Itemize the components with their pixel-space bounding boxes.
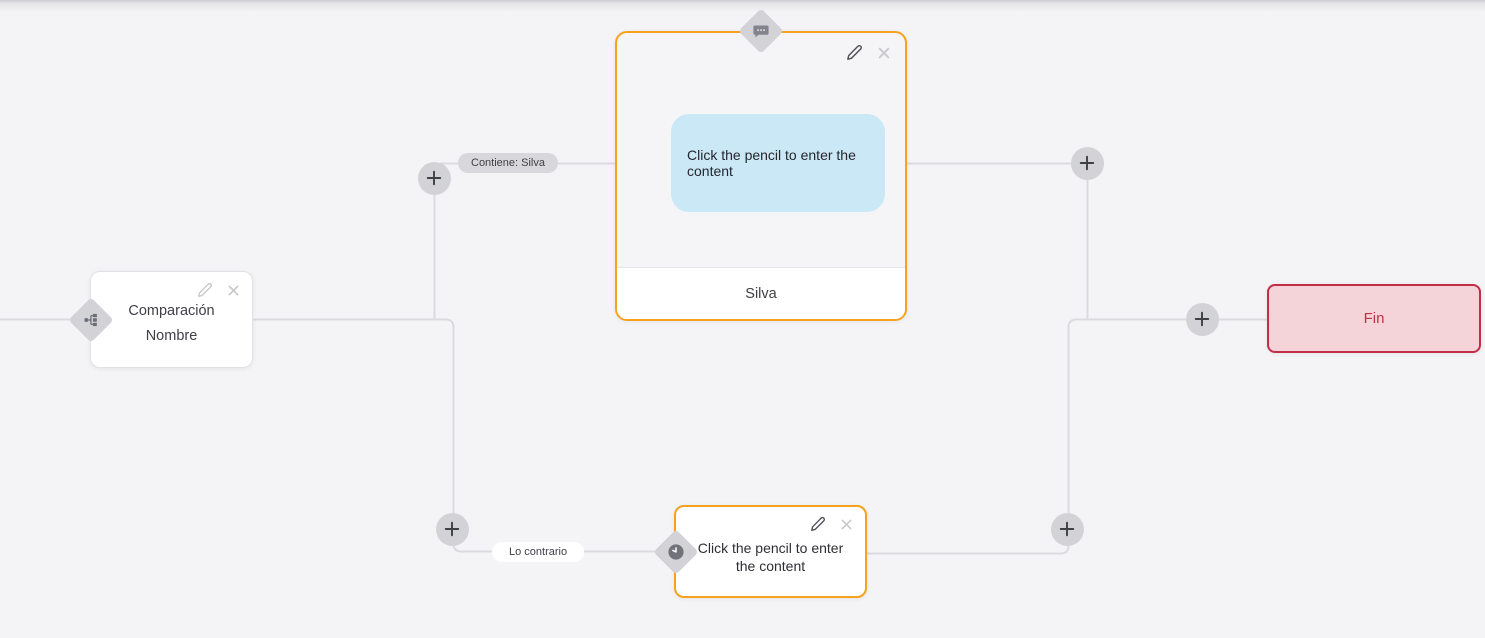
wire-comparison-to-message [433,162,620,320]
add-node-button-otherwise-branch[interactable] [435,512,469,546]
add-node-button-contains-branch[interactable] [417,161,451,195]
clock-icon [668,543,684,560]
edit-node-button[interactable] [197,282,213,298]
chat-bubble-icon [753,25,769,38]
plus-icon [426,170,442,186]
message-connector[interactable] [737,7,785,55]
pencil-icon [811,516,825,531]
message-variable-label: Silva [745,285,777,302]
wire-comparison-to-delay [253,318,665,553]
delete-node-button[interactable] [839,517,854,532]
delay-node[interactable]: Click the pencil to enter the content [653,505,867,598]
message-content-placeholder[interactable]: Click the pencil to enter the content [671,114,885,212]
close-icon [228,285,239,295]
delay-placeholder-text: Click the pencil to enter the content [697,540,844,574]
close-icon [841,519,852,529]
message-node-footer: Silva [617,267,905,319]
plus-icon [444,521,460,537]
plus-icon [1194,311,1210,327]
branch-icon [84,313,97,326]
comparison-title-line2: Nombre [145,328,198,344]
wire-to-end [864,318,1267,555]
pencil-icon [847,45,862,60]
delay-connector[interactable] [652,528,700,576]
comparison-node-title: Comparación Nombre [91,299,252,349]
comparison-node[interactable]: Comparación Nombre [68,271,253,368]
plus-icon [1079,155,1095,171]
edge-label-otherwise[interactable]: Lo contrario [492,542,585,562]
add-node-button-after-message[interactable] [1070,146,1104,180]
pencil-icon [198,282,212,297]
add-node-button-after-delay[interactable] [1050,512,1084,546]
delete-node-button[interactable] [226,283,241,298]
delete-node-button[interactable] [876,45,892,61]
delay-content-placeholder[interactable]: Click the pencil to enter the content [676,539,865,575]
comparison-title-line1: Comparación [128,303,215,319]
plus-icon [1059,521,1075,537]
edit-node-button[interactable] [810,516,826,532]
edge-label-contains[interactable]: Contiene: Silva [458,153,558,173]
message-node[interactable]: Click the pencil to enter the content Si… [615,8,907,321]
edit-node-button[interactable] [846,44,863,61]
comparison-connector[interactable] [67,296,115,344]
end-node[interactable]: Fin [1267,284,1481,353]
close-icon [878,47,890,58]
end-node-label: Fin [1363,310,1385,327]
message-placeholder-text: Click the pencil to enter the content [687,147,856,179]
add-node-button-before-end[interactable] [1185,302,1219,336]
